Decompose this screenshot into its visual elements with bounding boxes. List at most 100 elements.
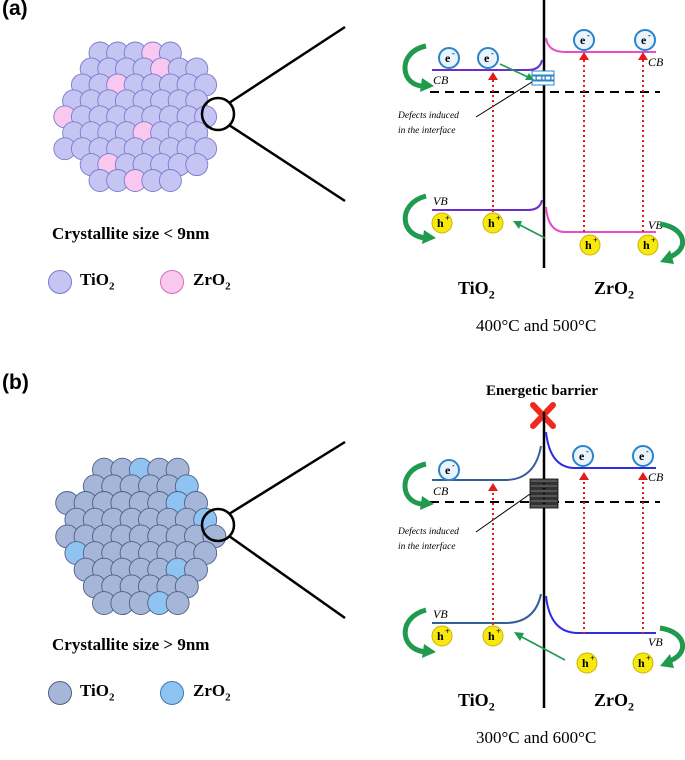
svg-text:+: + <box>496 214 501 223</box>
electron-icon: e- <box>572 445 594 467</box>
zoom-line-top <box>228 440 346 516</box>
hole-icon: h+ <box>482 212 504 234</box>
electron-icon: e- <box>438 459 460 481</box>
svg-text:e: e <box>639 449 645 463</box>
zro2-cb <box>545 431 656 469</box>
panel-b-label: (b) <box>2 371 29 394</box>
svg-text:h: h <box>582 656 589 670</box>
particle-cluster-b <box>55 457 227 616</box>
vb-left-label: VB <box>433 194 448 208</box>
panel-a-label: (a) <box>2 0 28 20</box>
legend-tio2-label: TiO2 <box>80 270 115 293</box>
svg-text:-: - <box>491 49 494 58</box>
hole-icon: h+ <box>431 625 453 647</box>
svg-text:e: e <box>641 33 647 47</box>
material-left-b: TiO2 <box>458 690 495 714</box>
electron-icon: e- <box>573 29 595 51</box>
electron-icon: e- <box>438 47 460 69</box>
svg-text:-: - <box>646 447 649 456</box>
tio2-cb <box>432 59 543 71</box>
curved-arrow-cb-left <box>402 461 427 507</box>
svg-text:h: h <box>437 216 444 230</box>
hole-icon: h+ <box>637 234 659 256</box>
defect-traps <box>529 478 559 509</box>
svg-text:h: h <box>488 629 495 643</box>
svg-text:-: - <box>648 31 651 40</box>
legend-a: TiO2 ZrO2 <box>48 266 308 296</box>
material-right-a: ZrO2 <box>594 278 634 302</box>
svg-text:+: + <box>496 627 501 636</box>
cb-left-label: CB <box>433 484 449 498</box>
svg-text:+: + <box>445 214 450 223</box>
svg-text:+: + <box>593 236 598 245</box>
zoom-circle <box>200 96 236 132</box>
zro2-cb <box>545 37 656 53</box>
legend-zro2-label: ZrO2 <box>193 270 231 293</box>
legend-zro2-label: ZrO2 <box>193 681 231 704</box>
defect-note-line1: Defects induced <box>397 110 459 121</box>
legend-zro2-swatch <box>160 681 184 705</box>
cb-left-label: CB <box>433 73 449 87</box>
curved-arrow-vb-right <box>659 625 685 665</box>
svg-text:e: e <box>484 51 490 65</box>
defect-note-line1: Defects induced <box>397 526 459 537</box>
cb-right-label: CB <box>648 470 664 484</box>
curved-arrow-cb-left <box>402 43 427 89</box>
transfer-arrows <box>499 63 546 239</box>
svg-text:+: + <box>590 654 595 663</box>
svg-text:-: - <box>587 31 590 40</box>
vb-right-label: VB <box>648 218 663 232</box>
zro2-vb <box>545 206 656 233</box>
excitation-arrows <box>492 480 644 634</box>
electron-icon: e- <box>477 47 499 69</box>
svg-text:-: - <box>452 461 455 470</box>
crystallite-caption-a: Crystallite size < 9nm <box>52 224 210 243</box>
temperature-a: 400°C and 500°C <box>476 316 597 335</box>
curved-arrow-vb-right <box>659 221 685 261</box>
svg-text:h: h <box>643 238 650 252</box>
svg-text:+: + <box>646 654 651 663</box>
legend-b: TiO2 ZrO2 <box>48 677 308 707</box>
defect-traps <box>531 70 555 86</box>
tio2-particle <box>158 169 182 192</box>
material-right-b: ZrO2 <box>594 690 634 714</box>
zro2-vb <box>545 595 656 634</box>
legend-tio2-label: TiO2 <box>80 681 115 704</box>
svg-text:+: + <box>651 236 656 245</box>
transfer-arrows <box>519 635 566 661</box>
energetic-barrier-label: Energetic barrier <box>486 383 598 399</box>
cb-right-label: CB <box>648 55 664 69</box>
legend-tio2-swatch <box>48 681 72 705</box>
tio2-vb <box>432 199 543 211</box>
excitation-arrows <box>492 60 644 232</box>
excitation-arrow-heads <box>488 472 648 491</box>
curved-arrow-vb-left <box>402 193 429 241</box>
excitation-arrow-heads <box>488 52 648 80</box>
svg-text:e: e <box>445 463 451 477</box>
defect-note-line2: in the interface <box>398 125 456 136</box>
electron-icon: e- <box>632 445 654 467</box>
zoom-line-top <box>228 25 346 105</box>
material-left-a: TiO2 <box>458 278 495 302</box>
legend-zro2-swatch <box>160 270 184 294</box>
tio2-particle <box>185 153 209 177</box>
panel-a-diagram: Defects induced in the interface CB CB V… <box>53 0 685 268</box>
hole-icon: h+ <box>632 652 654 674</box>
hole-icon: h+ <box>579 234 601 256</box>
svg-text:-: - <box>586 447 589 456</box>
electron-icon: e- <box>634 29 656 51</box>
svg-text:+: + <box>445 627 450 636</box>
zoom-line-bottom <box>228 123 346 203</box>
svg-text:-: - <box>452 49 455 58</box>
vb-left-label: VB <box>433 607 448 621</box>
zoom-circle <box>200 507 236 543</box>
crystallite-caption-b: Crystallite size > 9nm <box>52 635 210 654</box>
panel-b-diagram: Energetic barrier Defects induced in the… <box>55 383 685 708</box>
defect-note-line2: in the interface <box>398 541 456 552</box>
vb-right-label: VB <box>648 635 663 649</box>
temperature-b: 300°C and 600°C <box>476 728 597 747</box>
svg-text:h: h <box>585 238 592 252</box>
legend-tio2-swatch <box>48 270 72 294</box>
particle-cluster-a <box>53 41 218 192</box>
hole-icon: h+ <box>576 652 598 674</box>
